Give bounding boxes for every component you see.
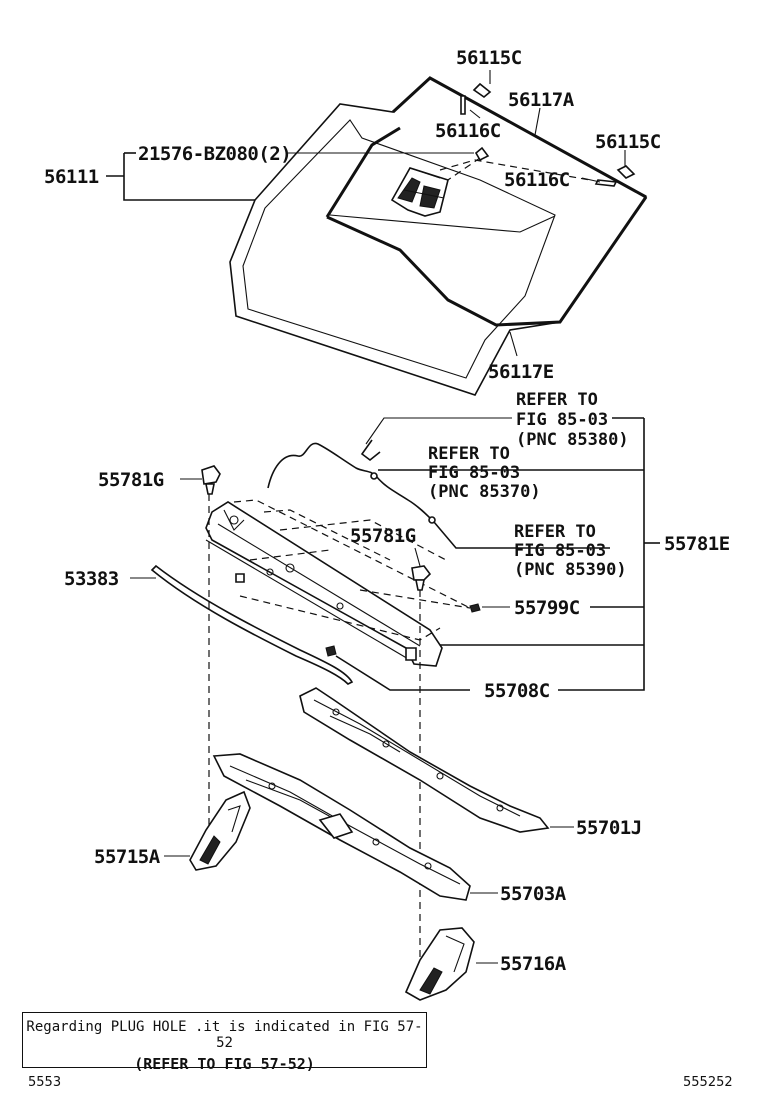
label-55703a: 55703A [500,883,567,905]
plug-hole-note: Regarding PLUG HOLE .it is indicated in … [22,1012,427,1073]
label-21576: 21576-BZ080(2) [138,143,291,165]
ref3-line3: (PNC 85390) [514,560,627,580]
cowl-panel-55701j [299,687,550,833]
label-55781g-mid: 55781G [350,525,416,547]
clip-55708c [325,645,337,657]
cowl-louver [205,499,471,667]
label-55799c: 55799C [514,597,580,619]
ref1-line3: (PNC 85380) [516,430,629,450]
sensor-bracket [390,167,449,217]
cowl-panel-55703a [212,753,471,901]
label-56116c-right: 56116C [504,169,570,191]
label-55715a: 55715A [94,846,161,868]
label-55708c: 55708C [484,680,550,702]
ref2-line3: (PNC 85370) [428,482,541,502]
footer-right-code: 555252 [683,1075,733,1090]
label-56115c-right: 56115C [595,131,661,153]
washer-hoses [267,439,436,524]
label-56117a: 56117A [508,89,575,111]
note-line-2: (REFER TO FIG 57-52) [134,1055,315,1073]
ref1-line2: FIG 85-03 [516,410,608,430]
ref2-line1: REFER TO [428,444,510,464]
ref3-line1: REFER TO [514,522,596,542]
clip-56115c-right [616,165,636,179]
ref3-line2: FIG 85-03 [514,541,606,561]
clip-55781g-mid [411,565,432,591]
label-55781e: 55781E [664,533,730,555]
label-55716a: 55716A [500,953,567,975]
bracket-55716a [404,927,475,1001]
footer-left-code: 5553 [28,1075,62,1090]
label-56116c-top: 56116C [435,120,501,142]
ref2-line2: FIG 85-03 [428,463,520,483]
clip-21576 [474,146,490,162]
label-56117e: 56117E [488,361,554,383]
label-56111: 56111 [44,166,99,188]
label-53383: 53383 [64,568,119,590]
spacer-56116c-right [594,179,618,187]
clip-55799c [469,603,481,613]
clip-55781g-left [201,465,221,495]
label-55781g-left: 55781G [98,469,164,491]
label-56115c-top: 56115C [456,47,522,69]
label-55701j: 55701J [576,817,642,839]
weatherstrip-53383 [150,564,354,685]
spacer-56116c-top [460,95,466,115]
windshield-glass [229,76,648,396]
ref1-line1: REFER TO [516,390,598,410]
note-line-1: Regarding PLUG HOLE .it is indicated in … [26,1019,423,1051]
clip-56115c-top [472,82,492,99]
bracket-55715a [189,790,251,871]
